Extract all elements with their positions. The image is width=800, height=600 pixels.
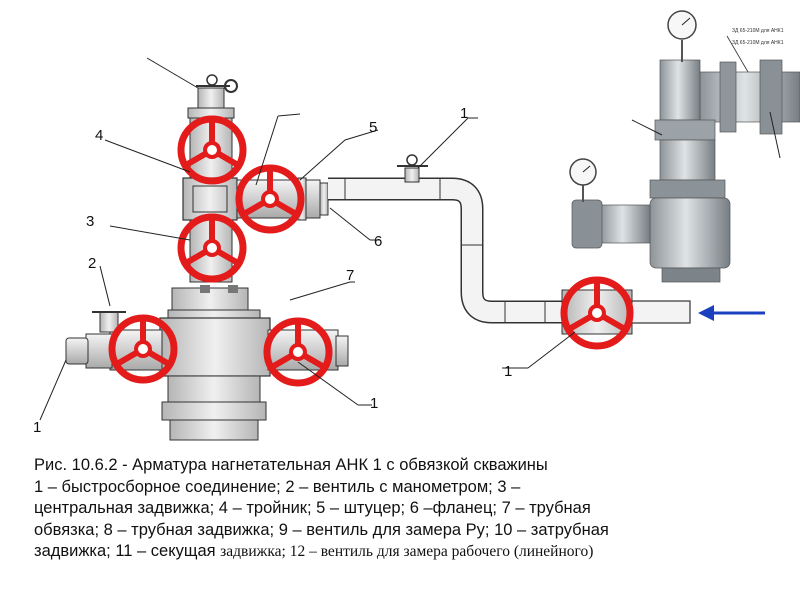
wellhead-diagram: ЗД 65-210М для АНК1 ЗД 65-210М для АНК1 xyxy=(33,0,800,441)
callout-7: 7 xyxy=(346,267,354,284)
valve-handwheels xyxy=(108,115,634,387)
callout-5: 5 xyxy=(369,119,377,136)
callout-leaders xyxy=(39,57,576,421)
callout-2: 2 xyxy=(88,255,96,272)
right-casing-valve-wheel xyxy=(263,317,333,387)
caption-line-1: Рис. 10.6.2 - Арматура нагнетательная АН… xyxy=(34,456,548,474)
left-casing-valve-wheel xyxy=(108,314,178,384)
upper-master-valve-wheel xyxy=(177,115,247,185)
callout-1-pipe: 1 xyxy=(504,363,512,380)
top-needle-valve xyxy=(196,74,238,93)
tubing-line xyxy=(328,154,691,335)
caption-line-4: обвязка; 8 – трубная задвижка; 9 – венти… xyxy=(34,520,609,539)
callout-1-bottom-left: 1 xyxy=(33,419,41,436)
callout-numbers: 4 3 2 1 5 6 7 1 1 1 xyxy=(33,105,512,436)
caption-line-3: центральная задвижка; 4 – тройник; 5 – ш… xyxy=(34,499,591,517)
figure-caption: Рис. 10.6.2 - Арматура нагнетательная АН… xyxy=(34,455,774,563)
caption-line-2: 1 – быстросборное соединение; 2 – вентил… xyxy=(34,477,521,496)
flow-arrow xyxy=(698,305,765,321)
central-valve-wheel xyxy=(177,213,247,283)
callout-1-right-valve: 1 xyxy=(370,395,378,412)
callout-6: 6 xyxy=(374,233,382,250)
photo-label-2: ЗД 65-210М для АНК1 xyxy=(732,40,784,46)
secant-valve-wheel xyxy=(560,276,634,350)
callout-1-top-right: 1 xyxy=(460,105,468,122)
wellhead-photo: ЗД 65-210М для АНК1 ЗД 65-210М для АНК1 xyxy=(565,0,800,285)
caption-line-5-start: задвижка; 11 – секущая xyxy=(34,542,221,560)
caption-line-5-end: задвижка; 12 – вентиль для замера рабоче… xyxy=(220,543,594,560)
wing-valve-wheel xyxy=(235,164,305,234)
callout-4: 4 xyxy=(95,127,103,144)
callout-3: 3 xyxy=(86,213,94,230)
photo-label-1: ЗД 65-210М для АНК1 xyxy=(732,28,784,34)
caption-line-5: задвижка; 11 – секущая задвижка; 12 – ве… xyxy=(34,541,774,563)
